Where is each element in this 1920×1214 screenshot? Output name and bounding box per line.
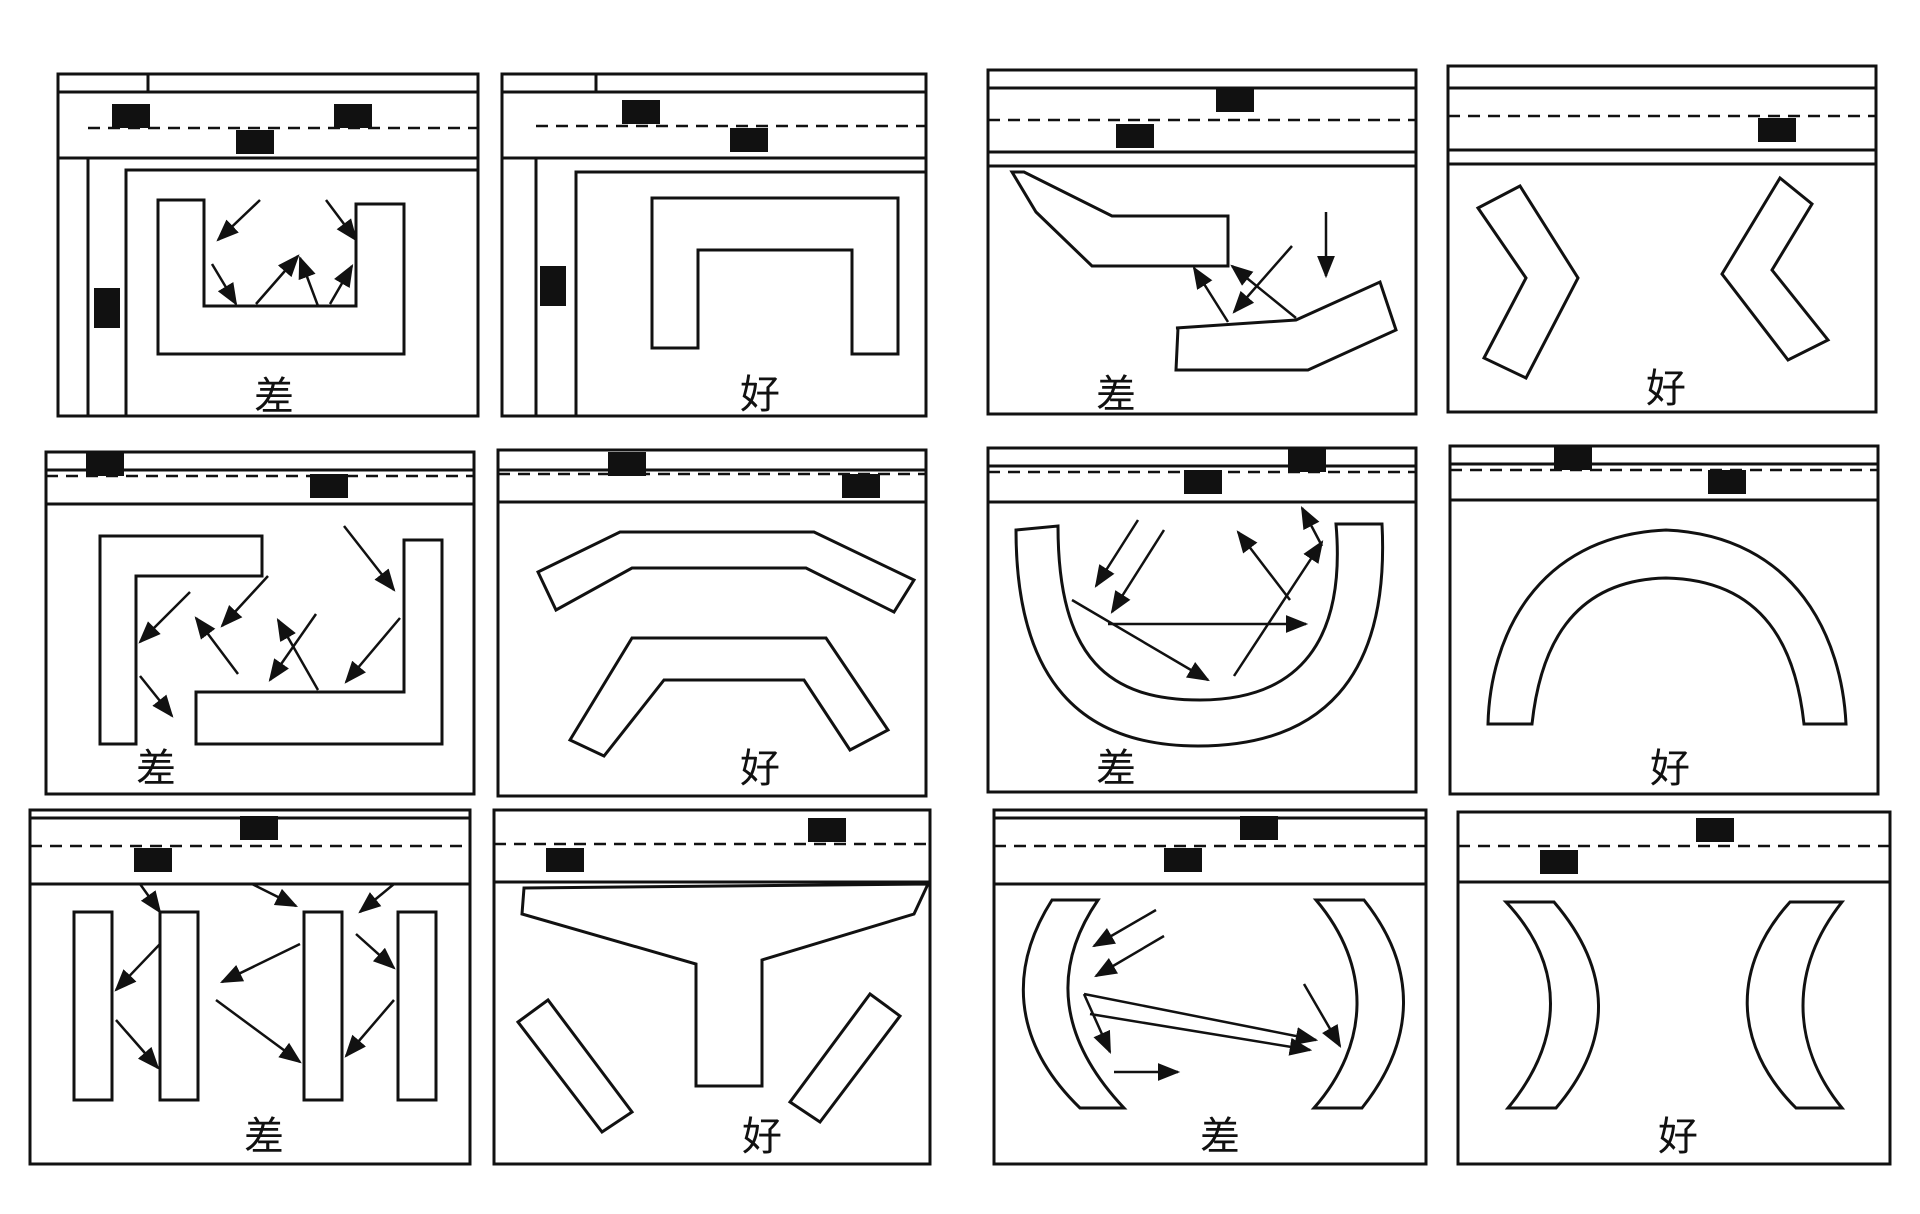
vehicle-markers — [86, 452, 348, 498]
verdict-good-r2c2: 好 — [740, 746, 780, 792]
building-chevron-left — [1475, 184, 1580, 380]
building-convex-right — [1745, 900, 1846, 1110]
vehicle-markers — [1554, 446, 1746, 494]
panel-frame — [992, 808, 1428, 1166]
building-curved-u — [1014, 522, 1385, 748]
verdict-labels: 差 好 差 好 差 好 差 好 差 好 差 好 — [136, 366, 1698, 1160]
road-edge — [124, 168, 478, 416]
panel-frame — [44, 450, 476, 796]
building-slab — [396, 910, 438, 1102]
panel-r3c4 — [1456, 810, 1892, 1166]
building-slab — [158, 910, 200, 1102]
panel-r2c3 — [986, 446, 1418, 794]
verdict-bad-r2c3: 差 — [1096, 746, 1136, 792]
vehicle-markers — [134, 816, 278, 872]
vehicle-markers — [1164, 816, 1278, 872]
verdict-good-r3c2: 好 — [742, 1114, 782, 1160]
road-edge — [574, 170, 926, 416]
building-convex-left — [1502, 900, 1600, 1110]
building-y — [520, 882, 931, 1088]
panel-r1c1 — [56, 72, 480, 418]
panel-frame — [1446, 64, 1878, 414]
verdict-bad-r1c1: 差 — [254, 374, 294, 420]
panel-r1c4 — [1446, 64, 1878, 414]
panel-frame — [28, 808, 472, 1166]
building-inverted-u — [650, 196, 900, 356]
verdict-good-r3c4: 好 — [1658, 1114, 1698, 1160]
noise-arrows — [210, 199, 358, 307]
noise-arrows — [1192, 212, 1335, 323]
panel-r2c1 — [44, 450, 476, 796]
noise-arrows — [1071, 506, 1324, 682]
building-bent-bar-upper — [536, 530, 917, 614]
verdict-bad-r1c3: 差 — [1096, 372, 1136, 418]
building-arch — [1486, 528, 1848, 726]
building-slab — [72, 910, 114, 1102]
vehicle-markers — [1540, 818, 1734, 874]
vehicle-markers — [608, 452, 880, 498]
vehicle-markers — [540, 100, 768, 306]
panel-frame — [496, 448, 928, 798]
panel-frame — [500, 72, 928, 418]
panel-r1c2 — [500, 72, 928, 418]
vehicle-markers — [1184, 448, 1326, 494]
building-angled-slab-left — [515, 997, 635, 1135]
vehicle-markers — [1758, 118, 1796, 142]
panel-frame — [492, 808, 932, 1166]
building-slab — [302, 910, 344, 1102]
panel-frame — [986, 68, 1418, 416]
panel-frame — [1448, 444, 1880, 796]
building-bent-slab-upper — [1009, 170, 1230, 268]
building-u — [156, 198, 406, 356]
vehicle-markers — [1116, 88, 1254, 148]
panel-frame — [1456, 810, 1892, 1166]
building-angled-slab-right — [787, 991, 903, 1125]
verdict-good-r1c2: 好 — [740, 372, 780, 418]
building-l-right — [194, 538, 444, 746]
panel-frame — [986, 446, 1418, 794]
building-chevron-right — [1720, 175, 1831, 362]
panel-frame — [56, 72, 480, 418]
panel-r1c3 — [986, 68, 1418, 416]
panel-r2c4 — [1448, 444, 1880, 796]
vehicle-markers — [94, 104, 372, 328]
building-bent-bar-lower — [567, 636, 891, 758]
panel-r3c3 — [992, 808, 1428, 1166]
verdict-good-r1c4: 好 — [1646, 366, 1686, 412]
road-edge — [502, 74, 598, 94]
panel-r3c1 — [28, 808, 472, 1166]
building-curved-right — [1310, 898, 1405, 1110]
verdict-bad-r3c3: 差 — [1200, 1114, 1240, 1160]
panel-r3c2 — [492, 808, 932, 1166]
noise-arrows — [138, 525, 401, 718]
building-curved-left — [1021, 898, 1128, 1110]
verdict-bad-r2c1: 差 — [136, 746, 176, 792]
building-bent-slab-lower — [1174, 279, 1398, 372]
vehicle-markers — [546, 818, 846, 872]
verdict-bad-r3c1: 差 — [244, 1114, 284, 1160]
noise-arrows — [114, 882, 396, 1070]
panel-r2c2 — [496, 448, 928, 798]
noise-arrows — [1082, 908, 1342, 1081]
road-edge — [58, 74, 150, 94]
building-l-left — [98, 534, 264, 746]
verdict-good-r2c4: 好 — [1650, 746, 1690, 792]
